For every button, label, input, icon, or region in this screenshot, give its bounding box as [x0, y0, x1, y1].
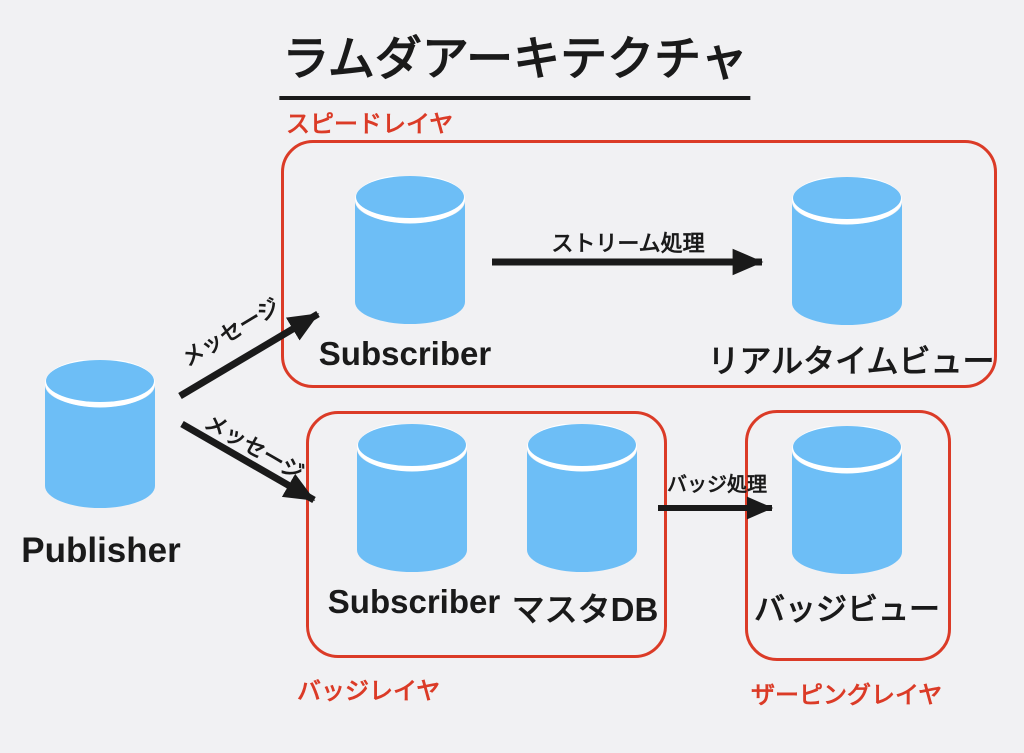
diagram-title: ラムダアーキテクチャ — [279, 20, 751, 100]
speed-layer-box — [281, 140, 997, 388]
master-db-database-cylinder-icon — [527, 424, 637, 572]
stream-process-arrow-label: ストリーム処理 — [551, 231, 705, 256]
subscriber-speed-node-label: Subscriber — [318, 335, 492, 372]
publisher-database-cylinder-icon — [45, 360, 155, 508]
message-top-arrow-label: メッセージ — [177, 293, 285, 372]
publisher-node-label: Publisher — [21, 531, 181, 570]
message-bottom-arrow-label: メッセージ — [200, 409, 308, 486]
badge-view-node-label: バッジビュー — [754, 592, 940, 627]
serving-layer-label: ザーピングレイヤ — [751, 682, 943, 709]
badge-view-database-cylinder-icon — [792, 426, 902, 574]
batch-layer-box — [306, 411, 667, 658]
realtime-view-database-cylinder-icon — [792, 177, 902, 325]
realtime-view-node-label: リアルタイムビュー — [707, 343, 995, 379]
batch-layer-label: バッジレイヤ — [297, 678, 441, 705]
master-db-node-label: マスタDB — [511, 591, 659, 628]
serving-layer-box — [745, 410, 951, 661]
subscriber-batch-node-label: Subscriber — [327, 583, 501, 620]
subscriber-batch-database-cylinder-icon — [357, 424, 467, 572]
subscriber-speed-database-cylinder-icon — [355, 176, 465, 324]
badge-process-arrow-label: バッジ処理 — [667, 474, 767, 496]
speed-layer-label: スピードレイヤ — [286, 111, 454, 138]
